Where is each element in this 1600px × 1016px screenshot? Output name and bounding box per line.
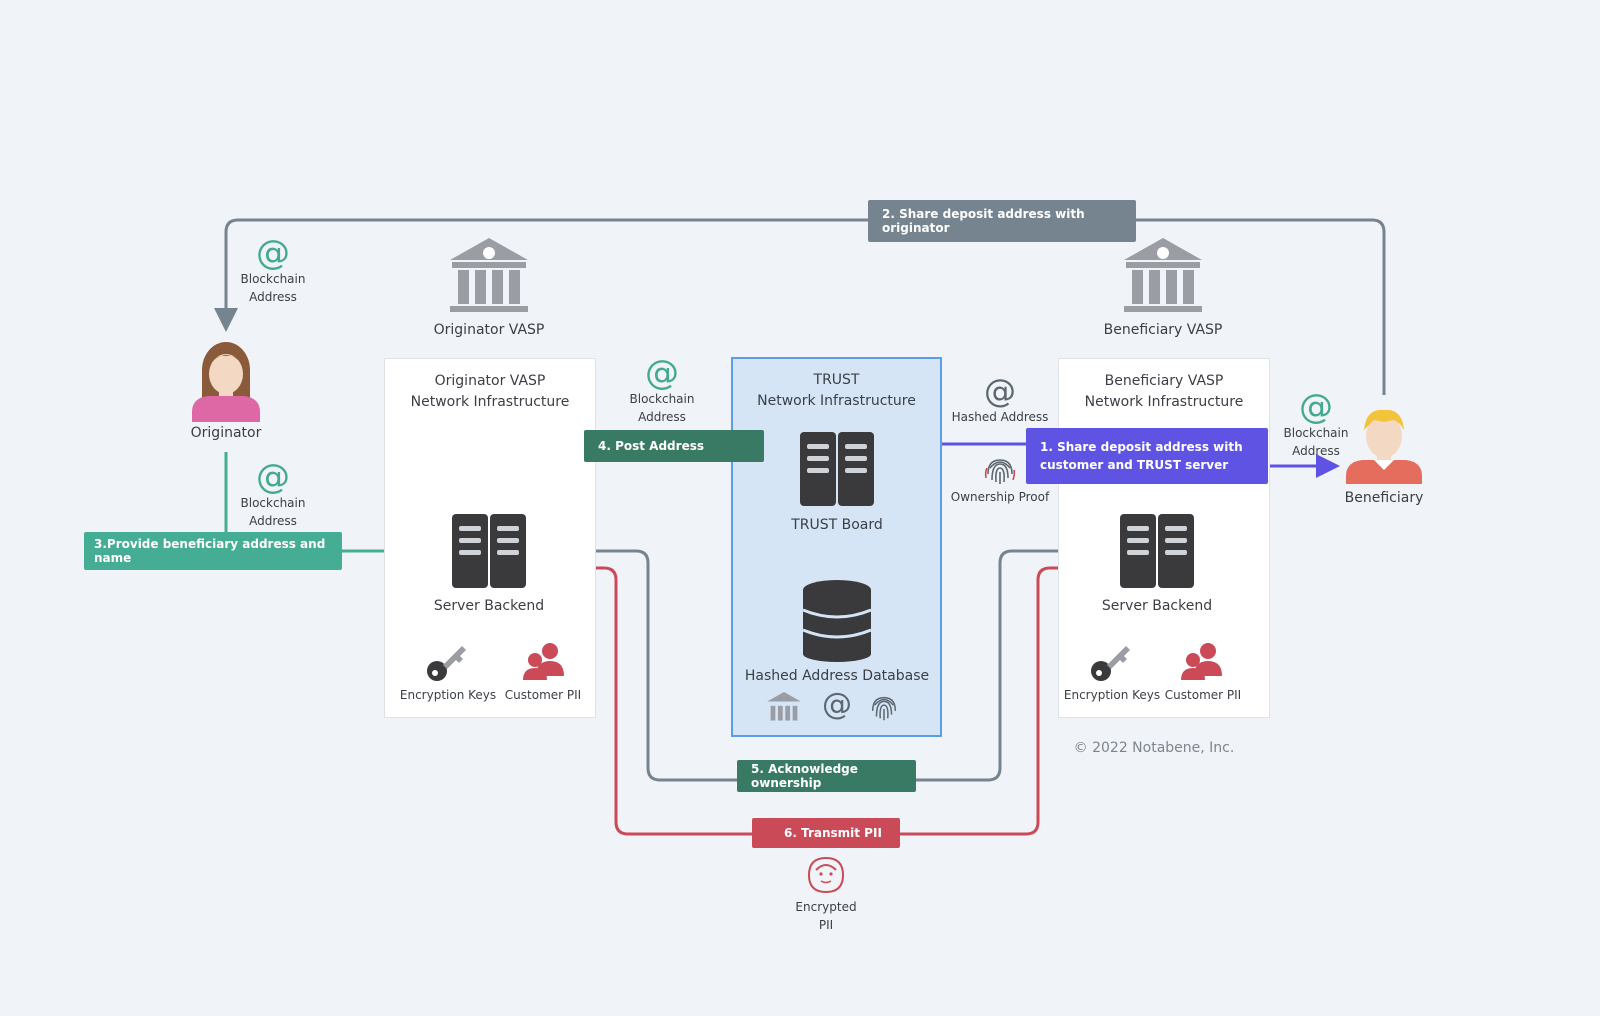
database-icon xyxy=(802,580,872,662)
at-icon: @ xyxy=(256,233,290,273)
encrypted-face-icon xyxy=(786,854,866,898)
step2-connector xyxy=(214,218,1386,395)
beneficiary-server-icon xyxy=(1120,514,1194,588)
fingerprint-icon xyxy=(946,454,1054,488)
beneficiary-server-label: Server Backend xyxy=(1101,598,1213,614)
originator-pii-label: Customer PII xyxy=(504,688,582,702)
copyright-text: © 2022 Notabene, Inc. xyxy=(1073,740,1235,756)
beneficiary-label: Beneficiary xyxy=(1344,490,1424,506)
originator-label: Originator xyxy=(190,425,262,441)
beneficiary-vasp-label: Beneficiary VASP xyxy=(1103,322,1223,338)
step3-label: 3.Provide beneficiary address and name xyxy=(84,532,342,570)
at-icon: @ xyxy=(1299,387,1333,427)
beneficiary-bank-icon xyxy=(1122,238,1204,312)
beneficiary-pii-label: Customer PII xyxy=(1164,688,1242,702)
blockchain-address-step3: @ Blockchain Address xyxy=(233,460,313,530)
blockchain-address-step4: @ Blockchain Address xyxy=(622,356,702,426)
trust-network-panel: TRUST Network Infrastructure xyxy=(731,357,942,737)
trust-board-label: TRUST Board xyxy=(791,517,883,533)
originator-pii-icon xyxy=(522,642,566,682)
hashed-db-label: Hashed Address Database xyxy=(744,668,930,684)
at-icon: @ xyxy=(256,457,290,497)
originator-panel-title-2: Network Infrastructure xyxy=(410,394,570,410)
originator-keys-label: Encryption Keys xyxy=(399,688,497,702)
originator-avatar xyxy=(188,336,264,422)
beneficiary-panel-title-1: Beneficiary VASP xyxy=(1104,373,1224,389)
step1-label: 1. Share deposit address with customer a… xyxy=(1026,428,1268,484)
ownership-proof: Ownership Proof xyxy=(946,454,1054,506)
originator-panel-title-1: Originator VASP xyxy=(434,373,546,389)
trust-board-icon xyxy=(800,432,874,506)
originator-server-icon xyxy=(452,514,526,588)
hashed-address: @ Hashed Address xyxy=(951,372,1049,424)
blockchain-address-originator: @ Blockchain Address xyxy=(233,236,313,306)
originator-vasp-label: Originator VASP xyxy=(433,322,545,338)
step6-label: 6. Transmit PII xyxy=(752,818,900,848)
trust-panel-title-2: Network Infrastructure xyxy=(757,393,916,409)
blockchain-address-beneficiary: @ Blockchain Address xyxy=(1276,390,1356,460)
beneficiary-key-icon xyxy=(1090,642,1132,682)
originator-bank-icon xyxy=(448,238,530,312)
originator-key-icon xyxy=(426,642,468,682)
originator-server-label: Server Backend xyxy=(433,598,545,614)
step5-label: 5. Acknowledge ownership xyxy=(737,760,916,792)
step2-label: 2. Share deposit address with originator xyxy=(868,200,1136,242)
db-fingerprint-icon xyxy=(868,692,902,724)
db-bank-icon xyxy=(766,692,802,724)
beneficiary-avatar xyxy=(1344,400,1424,484)
at-icon: @ xyxy=(645,353,679,393)
beneficiary-keys-label: Encryption Keys xyxy=(1063,688,1161,702)
db-at-icon: @ xyxy=(822,687,852,722)
trust-panel-title-1: TRUST xyxy=(813,372,860,388)
at-outline-icon: @ xyxy=(984,372,1016,410)
beneficiary-panel-title-2: Network Infrastructure xyxy=(1084,394,1244,410)
encrypted-pii: Encrypted PII xyxy=(786,854,866,934)
beneficiary-network-panel: Beneficiary VASP Network Infrastructure xyxy=(1058,358,1270,718)
beneficiary-pii-icon xyxy=(1180,642,1224,682)
step4-label: 4. Post Address xyxy=(584,430,764,462)
